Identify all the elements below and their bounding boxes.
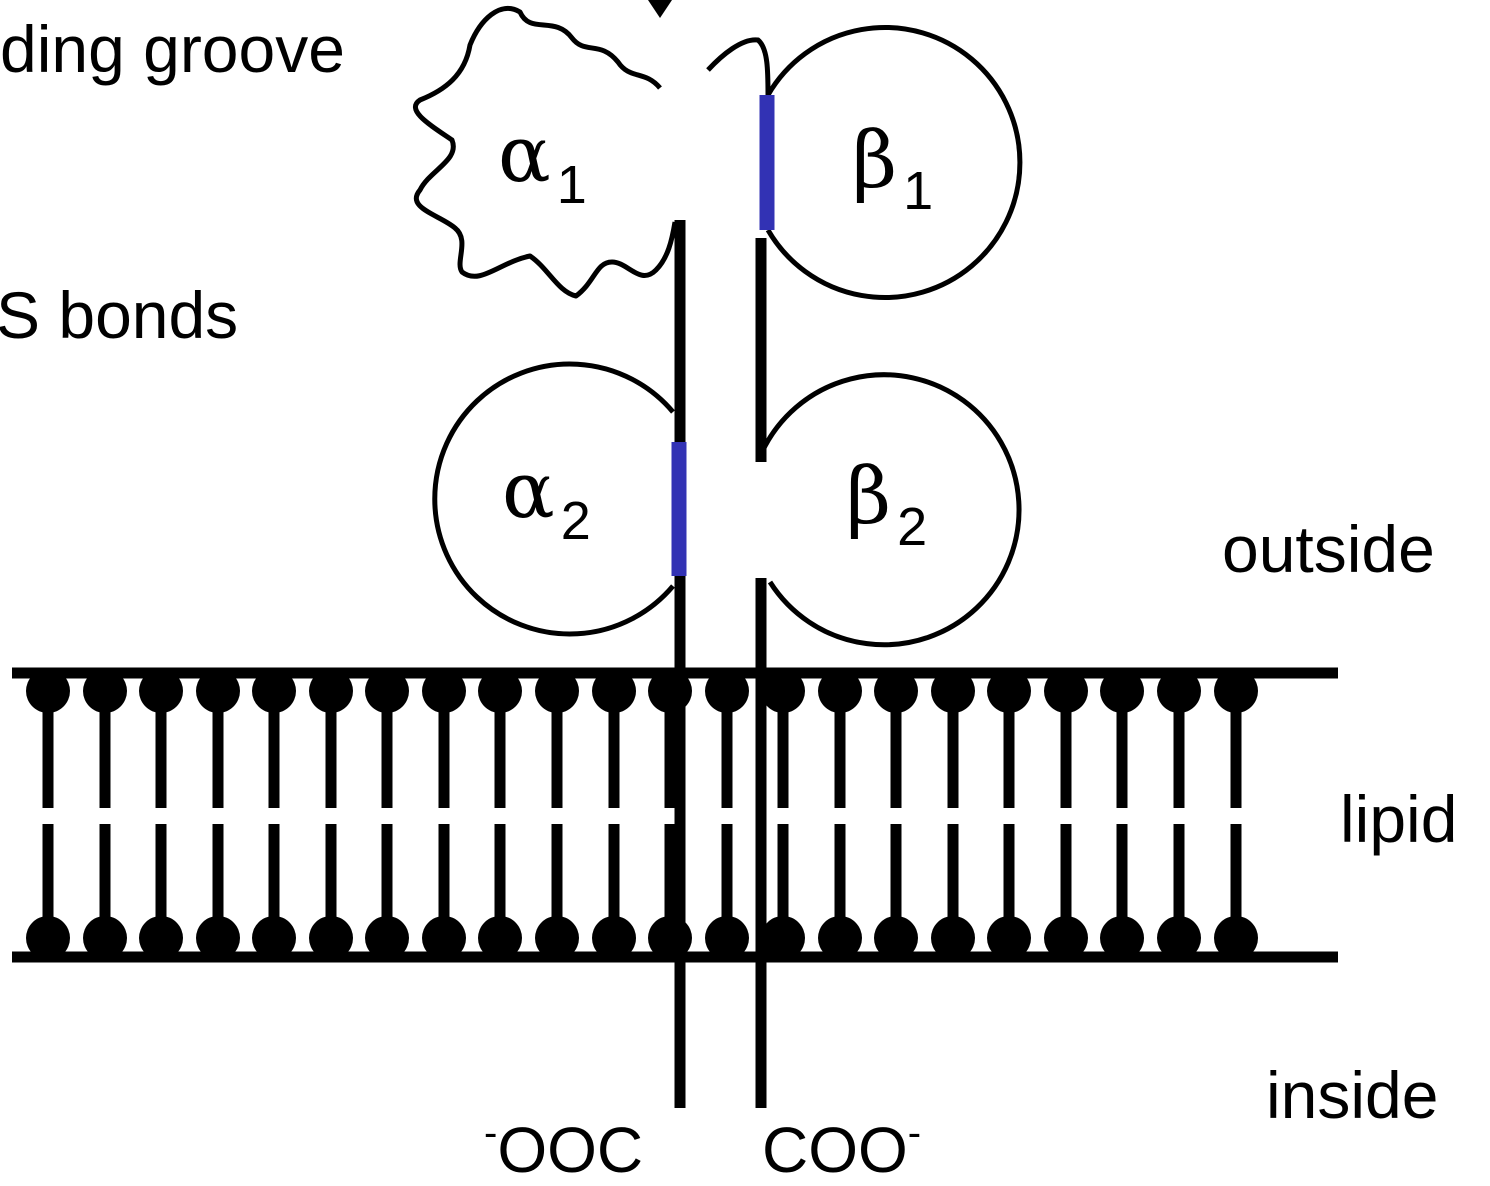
beta-terminus-charge: - bbox=[907, 1111, 922, 1155]
lipid-molecule bbox=[648, 669, 692, 960]
beta1-subscript: 1 bbox=[903, 161, 934, 221]
lipid-head-inner bbox=[1157, 916, 1201, 960]
beta1-domain-outline bbox=[765, 25, 1023, 300]
beta-c-terminus-label: COO- bbox=[762, 1113, 921, 1182]
lipid-bilayer bbox=[26, 669, 1258, 960]
lipid-head-outer bbox=[1214, 669, 1258, 713]
lipid-molecule bbox=[705, 669, 749, 960]
lipid-head-outer bbox=[139, 669, 183, 713]
lipid-molecule bbox=[1100, 669, 1144, 960]
lipid-head-inner bbox=[422, 916, 466, 960]
lipid-head-inner bbox=[1100, 916, 1144, 960]
beta2-symbol: β bbox=[846, 452, 892, 542]
lipid-head-outer bbox=[478, 669, 522, 713]
lipid-head-inner bbox=[26, 916, 70, 960]
beta2-subscript: 2 bbox=[897, 497, 928, 557]
beta-terminus-text: COO bbox=[762, 1114, 908, 1186]
lipid-head-inner bbox=[139, 916, 183, 960]
lipid-head-inner bbox=[478, 916, 522, 960]
inside-label: inside bbox=[1266, 1058, 1439, 1132]
lipid-molecule bbox=[818, 669, 862, 960]
lipid-head-outer bbox=[931, 669, 975, 713]
lipid-head-outer bbox=[365, 669, 409, 713]
lipid-head-inner bbox=[196, 916, 240, 960]
lipid-head-outer bbox=[761, 669, 805, 713]
alpha2-subscript: 2 bbox=[560, 491, 591, 551]
alpha2-symbol: α bbox=[502, 446, 555, 536]
beta1-symbol: β bbox=[852, 116, 898, 206]
lipid-head-inner bbox=[83, 916, 127, 960]
peptide-binding-groove-label: ding groove bbox=[0, 12, 345, 86]
lipid-molecule bbox=[987, 669, 1031, 960]
lipid-head-inner bbox=[987, 916, 1031, 960]
lipid-molecule bbox=[83, 669, 127, 960]
lipid-molecule bbox=[592, 669, 636, 960]
lipid-molecule bbox=[1214, 669, 1258, 960]
alpha-terminus-charge: - bbox=[484, 1111, 498, 1155]
lipid-molecule bbox=[535, 669, 579, 960]
beta1-hook bbox=[706, 37, 771, 96]
alpha1-domain-outline bbox=[413, 5, 678, 299]
alpha2-domain-outline bbox=[432, 361, 675, 637]
lipid-head-inner bbox=[761, 916, 805, 960]
lipid-head-outer bbox=[874, 669, 918, 713]
lipid-head-outer bbox=[987, 669, 1031, 713]
lipid-head-inner bbox=[309, 916, 353, 960]
lipid-molecule bbox=[309, 669, 353, 960]
alpha-terminus-text: OOC bbox=[497, 1114, 644, 1186]
alpha1-subscript: 1 bbox=[556, 155, 587, 215]
alpha-c-terminus-label: -OOC bbox=[484, 1113, 643, 1182]
alpha1-symbol: α bbox=[498, 110, 551, 200]
lipid-head-outer bbox=[309, 669, 353, 713]
lipid-head-outer bbox=[252, 669, 296, 713]
lipid-head-inner bbox=[592, 916, 636, 960]
lipid-head-outer bbox=[26, 669, 70, 713]
lipid-head-outer bbox=[535, 669, 579, 713]
lipid-head-inner bbox=[365, 916, 409, 960]
lipid-head-inner bbox=[252, 916, 296, 960]
lipid-head-outer bbox=[592, 669, 636, 713]
lipid-molecule bbox=[365, 669, 409, 960]
lipid-molecule bbox=[422, 669, 466, 960]
lipid-molecule bbox=[1157, 669, 1201, 960]
lipid-molecule bbox=[478, 669, 522, 960]
lipid-head-outer bbox=[818, 669, 862, 713]
lipid-head-outer bbox=[422, 669, 466, 713]
lipid-molecule bbox=[931, 669, 975, 960]
lipid-head-inner bbox=[1044, 916, 1088, 960]
lipid-head-outer bbox=[83, 669, 127, 713]
lipid-molecule bbox=[761, 669, 805, 960]
lipid-head-inner bbox=[818, 916, 862, 960]
lipid-head-inner bbox=[648, 916, 692, 960]
lipid-head-outer bbox=[1044, 669, 1088, 713]
lipid-head-inner bbox=[874, 916, 918, 960]
lipid-molecule bbox=[139, 669, 183, 960]
lipid-head-inner bbox=[705, 916, 749, 960]
outside-label: outside bbox=[1222, 512, 1435, 586]
lipid-head-outer bbox=[648, 669, 692, 713]
lipid-head-outer bbox=[1157, 669, 1201, 713]
ss-bonds-label: S bonds bbox=[0, 278, 239, 352]
arrow-tip-icon bbox=[648, 0, 672, 18]
lipid-head-inner bbox=[535, 916, 579, 960]
lipid-label: lipid bbox=[1340, 782, 1458, 856]
lipid-head-outer bbox=[705, 669, 749, 713]
beta2-domain-outline bbox=[759, 372, 1022, 648]
lipid-molecule bbox=[874, 669, 918, 960]
lipid-head-outer bbox=[196, 669, 240, 713]
lipid-head-inner bbox=[1214, 916, 1258, 960]
lipid-molecule bbox=[252, 669, 296, 960]
lipid-head-inner bbox=[931, 916, 975, 960]
lipid-head-outer bbox=[1100, 669, 1144, 713]
lipid-molecule bbox=[26, 669, 70, 960]
lipid-molecule bbox=[1044, 669, 1088, 960]
lipid-molecule bbox=[196, 669, 240, 960]
